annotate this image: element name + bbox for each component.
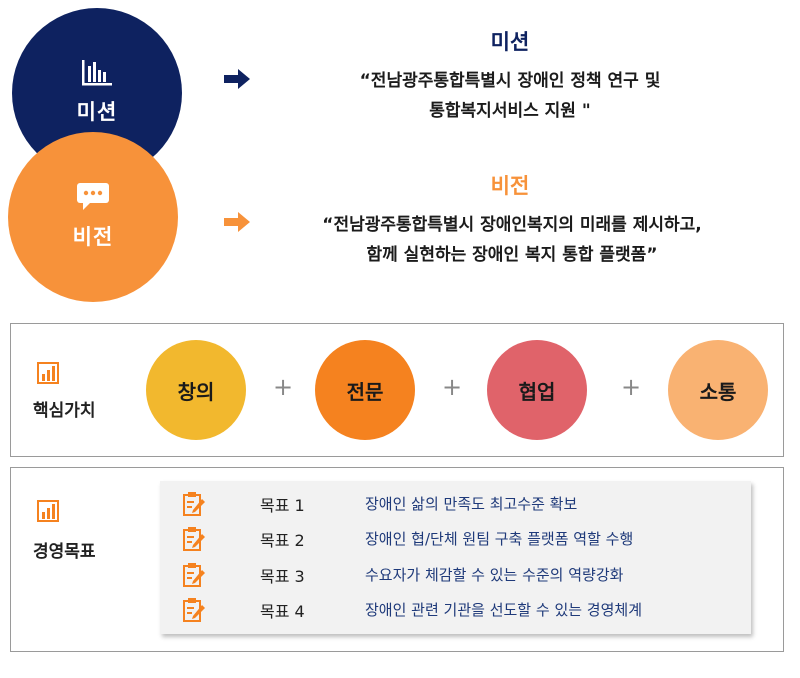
vision-statement-line1: “전남광주통합특별시 장애인복지의 미래를 제시하고, [322,215,702,235]
value-circle-expertise: 전문 [315,340,415,440]
arrow-right-icon [224,212,250,232]
value-label: 전문 [346,379,384,404]
value-label: 소통 [699,379,737,404]
goals-panel: 목표 1 장애인 삶의 만족도 최고수준 확보 목표 2 장애인 협/단체 원팀… [160,481,751,634]
plus-sign: + [273,373,294,401]
mission-statement-line2: 통합복지서비스 지원 " [429,101,591,121]
goal-row: 목표 3 수요자가 체감할 수 있는 수준의 역량강화 [160,560,751,590]
clipboard-edit-icon [183,598,205,622]
goal-row: 목표 4 장애인 관련 기관을 선도할 수 있는 경영체계 [160,595,751,625]
goal-number: 목표 2 [260,531,305,550]
vision-circle-label: 비전 [72,225,114,249]
goal-row: 목표 2 장애인 협/단체 원팀 구축 플랫폼 역할 수행 [160,524,751,554]
speech-bubble-icon [77,183,109,210]
mission-statement-line1: “전남광주통합특별시 장애인 정책 연구 및 [359,71,661,91]
goal-text: 수요자가 체감할 수 있는 수준의 역량강화 [365,566,624,584]
plus-sign: + [621,373,642,401]
goal-text: 장애인 협/단체 원팀 구축 플랫폼 역할 수행 [365,530,634,548]
management-goals-label: 경영목표 [33,542,96,562]
goal-number: 목표 4 [260,602,305,621]
clipboard-edit-icon [183,563,205,587]
arrow-right-icon [224,69,250,89]
chart-icon [37,362,59,384]
value-circle-collaboration: 협업 [487,340,587,440]
goal-row: 목표 1 장애인 삶의 만족도 최고수준 확보 [160,489,751,519]
value-label: 창의 [177,379,215,404]
goal-text: 장애인 삶의 만족도 최고수준 확보 [365,495,578,513]
clipboard-edit-icon [183,492,205,516]
clipboard-edit-icon [183,527,205,551]
goal-text: 장애인 관련 기관을 선도할 수 있는 경영체계 [365,601,643,619]
goal-number: 목표 1 [260,496,305,515]
value-label: 협업 [518,379,556,404]
mission-heading: 미션 [490,30,530,54]
vision-statement-line2: 함께 실현하는 장애인 복지 통합 플랫폼” [366,245,658,265]
plus-sign: + [442,373,463,401]
bar-chart-icon [82,60,112,86]
goal-number: 목표 3 [260,567,305,586]
mission-circle-label: 미션 [76,100,118,124]
chart-icon [37,500,59,522]
vision-heading: 비전 [490,174,530,198]
core-values-label: 핵심가치 [33,401,96,421]
vision-circle: 비전 [8,132,178,302]
value-circle-creativity: 창의 [146,340,246,440]
value-circle-communication: 소통 [668,340,768,440]
